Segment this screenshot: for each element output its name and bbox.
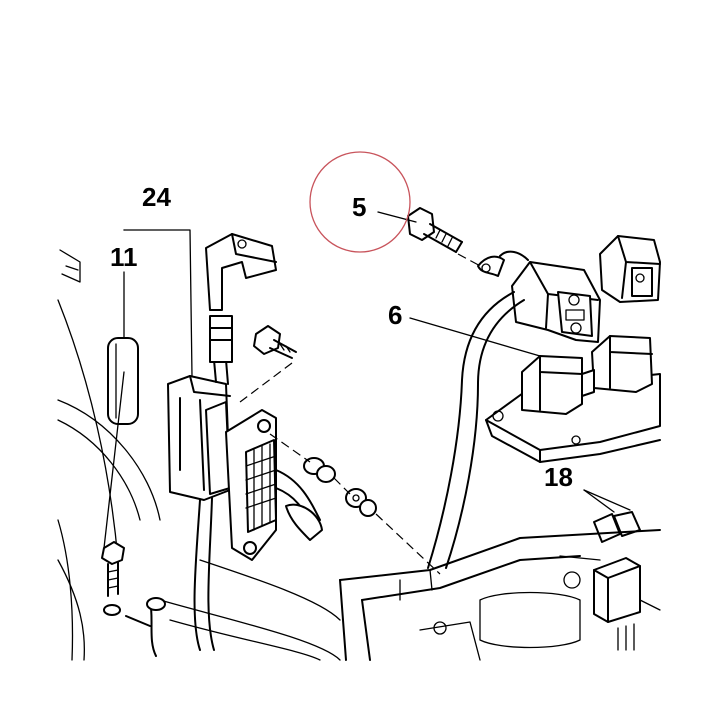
part-18-relays — [593, 511, 641, 651]
part-6-control-module — [485, 335, 661, 463]
leader-lines — [103, 211, 631, 549]
callout-5-highlight-circle — [309, 151, 411, 253]
callout-24: 24 — [142, 182, 171, 212]
callout-11: 11 — [110, 242, 138, 272]
grommets — [303, 457, 377, 517]
part-5-bolt — [407, 207, 463, 253]
connector-block — [225, 409, 323, 561]
base-tray — [339, 529, 661, 661]
callout-6: 6 — [388, 300, 402, 330]
callout-18: 18 — [544, 462, 573, 492]
cable-connector — [427, 250, 601, 569]
right-connector-plug — [599, 235, 661, 303]
left-body-structure — [57, 249, 341, 661]
callout-5: 5 — [352, 192, 366, 222]
lower-left-bolt — [101, 541, 166, 657]
small-screw — [253, 325, 297, 359]
